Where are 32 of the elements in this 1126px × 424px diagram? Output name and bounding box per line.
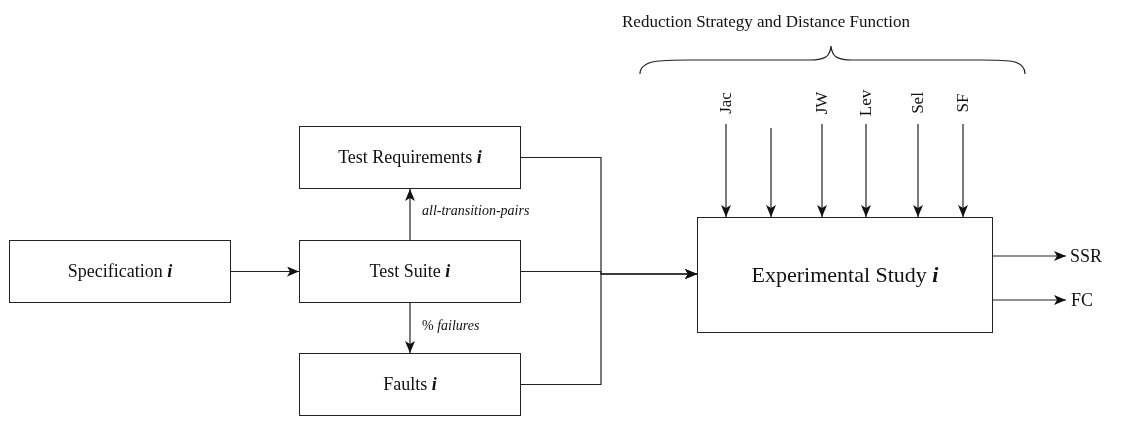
box-label: Test Requirements i [338, 147, 482, 168]
process-box [697, 217, 993, 333]
arrow [405, 302, 415, 354]
arrow [766, 127, 776, 218]
input-label: JW [812, 91, 832, 115]
output-label: FC [1071, 289, 1093, 311]
edge-label: % failures [420, 318, 482, 334]
output-label: SSR [1070, 245, 1102, 267]
process-box [299, 240, 521, 303]
arrow [992, 295, 1067, 305]
box-label: Specification i [67, 261, 173, 282]
arrow [861, 123, 871, 218]
arrow [817, 123, 827, 218]
input-label: Jac [716, 92, 736, 114]
input-label: Sel [908, 92, 928, 114]
arrow [230, 266, 300, 277]
input-label: SF [953, 93, 973, 113]
input-label: Lev [856, 89, 876, 117]
box-label: Faults i [383, 374, 437, 395]
process-box [299, 126, 521, 189]
arrow [958, 123, 968, 218]
arrow [520, 269, 698, 386]
process-box [299, 353, 521, 416]
edge-label: all-transition-pairs [420, 203, 532, 219]
group-heading: Reduction Strategy and Distance Function [622, 12, 910, 32]
arrow [913, 123, 923, 218]
arrow [721, 123, 731, 218]
arrow [405, 188, 415, 241]
arrow [992, 251, 1067, 261]
process-box [9, 240, 231, 303]
box-label: Test Suite i [369, 261, 451, 282]
box-label: Experimental Study i [751, 262, 939, 288]
